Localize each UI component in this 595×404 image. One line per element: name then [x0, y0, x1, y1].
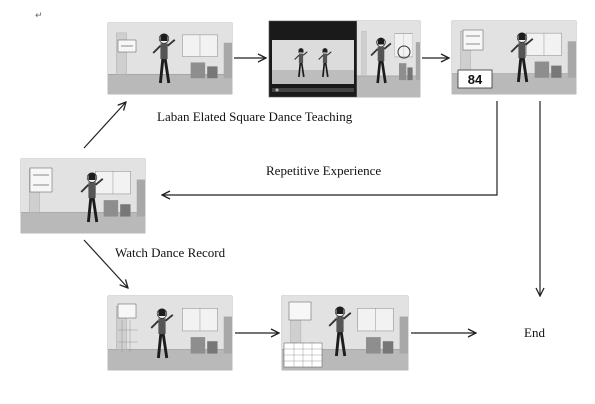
menu-panel — [288, 301, 312, 321]
screenshot-record-playback — [107, 295, 233, 371]
paragraph-mark: ↵ — [35, 11, 43, 21]
score-value: 84 — [468, 72, 483, 87]
label-repetitive-experience: Repetitive Experience — [266, 163, 382, 178]
arrow-repetitive-experience — [162, 101, 498, 195]
label-end: End — [524, 325, 545, 340]
score-box — [457, 69, 493, 89]
target-circle — [397, 45, 411, 59]
label-watch-dance-record: Watch Dance Record — [115, 245, 226, 260]
arrow-choice-to-record — [83, 239, 128, 288]
screenshot-teaching-live — [356, 20, 421, 98]
arrow-choice-to-intro — [83, 102, 126, 149]
screenshot-teaching-video — [268, 20, 358, 98]
screenshot-menu-intro — [107, 22, 233, 95]
record-table — [283, 342, 323, 368]
screenshot-score: 84 — [451, 20, 577, 95]
label-teaching: Laban Elated Square Dance Teaching — [157, 109, 353, 124]
menu-panel — [29, 167, 53, 193]
screenshot-menu-choice — [20, 158, 146, 234]
menu-panel — [117, 303, 137, 319]
menu-panel — [462, 29, 484, 51]
screenshot-record-table — [281, 295, 409, 371]
